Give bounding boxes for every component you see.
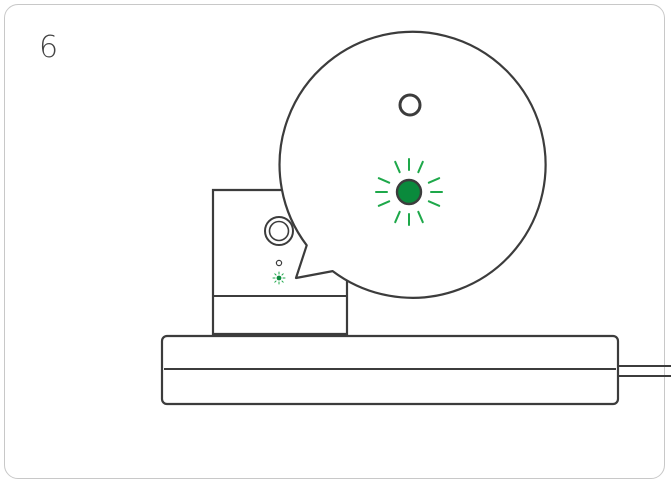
base-station [160,334,620,406]
device-led-icon [272,271,286,285]
zoom-callout [278,30,547,299]
power-cable [618,365,671,377]
device-indicator-dot [275,259,283,267]
callout-glowing-led-icon [375,158,443,226]
device-button-icon [264,216,294,246]
step-number: 6 [39,30,59,65]
callout-ring-icon [398,93,422,117]
